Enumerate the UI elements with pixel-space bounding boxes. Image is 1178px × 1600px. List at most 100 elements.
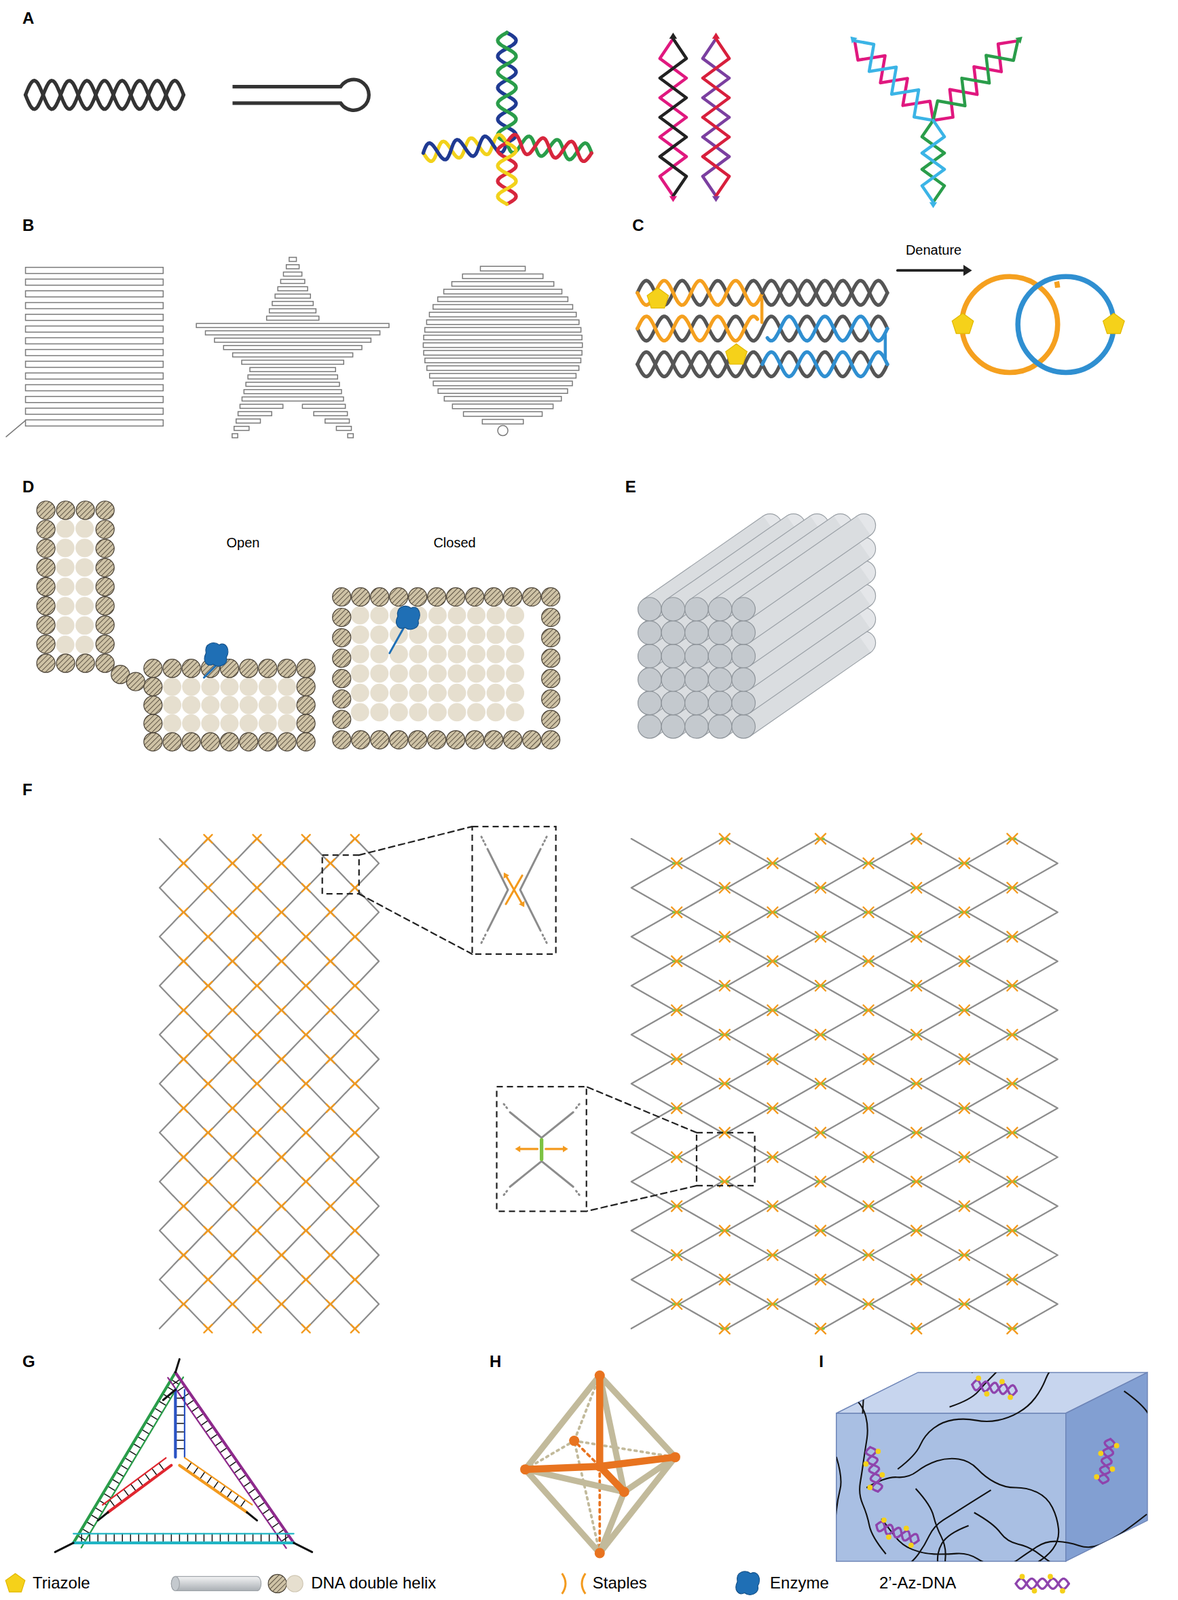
lattice-narrow [203,981,212,990]
inset-callout [586,1086,697,1133]
inset-callout [359,893,473,954]
lattice-narrow [277,907,286,916]
lattice-square [1015,838,1058,1329]
lattice-narrow [179,1299,188,1308]
lattice-narrow [277,1201,286,1210]
helix-bundle [638,620,662,645]
lattice-narrow [253,1030,262,1039]
lattice-square [767,1201,778,1212]
lattice-narrow [326,1103,335,1113]
lattice-narrow [253,1177,262,1186]
origami-box-closed [351,683,370,703]
origami-rectangle [6,267,163,437]
origami-smiley [497,425,508,436]
lattice-narrow [253,1128,262,1137]
lattice-square [815,1078,826,1089]
lattice-square [1006,1274,1018,1285]
lattice-narrow [179,1250,188,1259]
lattice-narrow [277,1006,286,1015]
catenane-helices [760,298,764,323]
origami-rectangle [25,361,164,368]
lattice-narrow [302,834,311,843]
lattice-square [671,858,682,869]
origami-star [283,272,302,277]
dna-triangle [183,1389,186,1457]
lattice-narrow [253,834,262,843]
origami-box-open [76,501,95,520]
origami-box-open [36,596,55,616]
origami-box-open [95,596,115,616]
helix-bundle [685,644,709,669]
lattice-narrow [302,1177,311,1186]
hairpin [232,79,369,110]
lattice-square [719,1323,730,1334]
origami-box-open [95,539,115,558]
origami-box-open [75,577,94,596]
legend-swatch [171,1575,180,1591]
origami-smiley [462,273,544,279]
lattice-square [863,1053,874,1064]
lattice-square [959,1004,970,1016]
catenane-rings [1056,281,1058,288]
legend-swatch [5,1571,1069,1595]
dna-triangle [179,1465,247,1513]
origami-box-closed [408,683,428,703]
origami-smiley [425,357,582,363]
helix-bundle [731,667,756,692]
origami-box-open [36,653,55,673]
lattice-narrow [302,981,311,990]
origami-box-closed [396,606,421,630]
arrow-label: Denature [905,243,962,257]
dna-triangle [54,1542,74,1553]
lattice-square [719,882,730,893]
lattice-square [918,838,962,1329]
lattice-square [631,833,1058,1334]
origami-box-closed [332,608,352,627]
origami-box-closed [332,628,352,648]
catenane-rings [1103,313,1126,334]
helix-bundle [685,714,709,739]
lattice-square [959,955,970,967]
lattice-square [959,1151,970,1162]
lattice-square [959,1053,970,1064]
origami-box-open [219,677,239,696]
lattice-square [911,980,922,991]
panel-letter: F [22,781,33,798]
lattice-narrow [351,981,360,990]
origami-star [289,257,297,262]
double-crossover-tile [702,38,730,196]
lattice-square [815,1225,826,1236]
origami-box-open [277,732,297,751]
lattice-narrow [326,1006,335,1015]
origami-box-closed [428,606,447,625]
lattice-square [815,833,826,844]
dna-octahedron [568,1435,580,1446]
origami-box-open [56,538,75,557]
origami-star [223,345,362,350]
origami-box-closed [389,587,409,606]
inset-callout [322,826,756,1211]
origami-box-open [219,732,239,751]
catenane-rings [951,276,1125,373]
lattice-square [671,1298,682,1310]
lattice-narrow [302,1128,311,1137]
lattice-narrow [203,932,212,941]
double-helix [25,80,184,110]
helix-bundle [731,597,756,622]
lattice-narrow [326,1299,335,1308]
denature-arrow [897,268,963,272]
dna-octahedron [599,1465,624,1492]
origami-box-open [143,695,163,715]
origami-box-open [95,634,115,654]
inset-callout [515,1145,521,1153]
lattice-square [911,882,922,893]
lattice-square [911,1078,922,1089]
dna-triangle [97,1512,108,1521]
lattice-square [1006,1225,1018,1236]
origami-box-open [76,653,95,673]
dna-triangle [175,1358,180,1373]
origami-box-closed [389,683,409,703]
helix-bundle [661,644,686,669]
lattice-square [815,1274,826,1285]
